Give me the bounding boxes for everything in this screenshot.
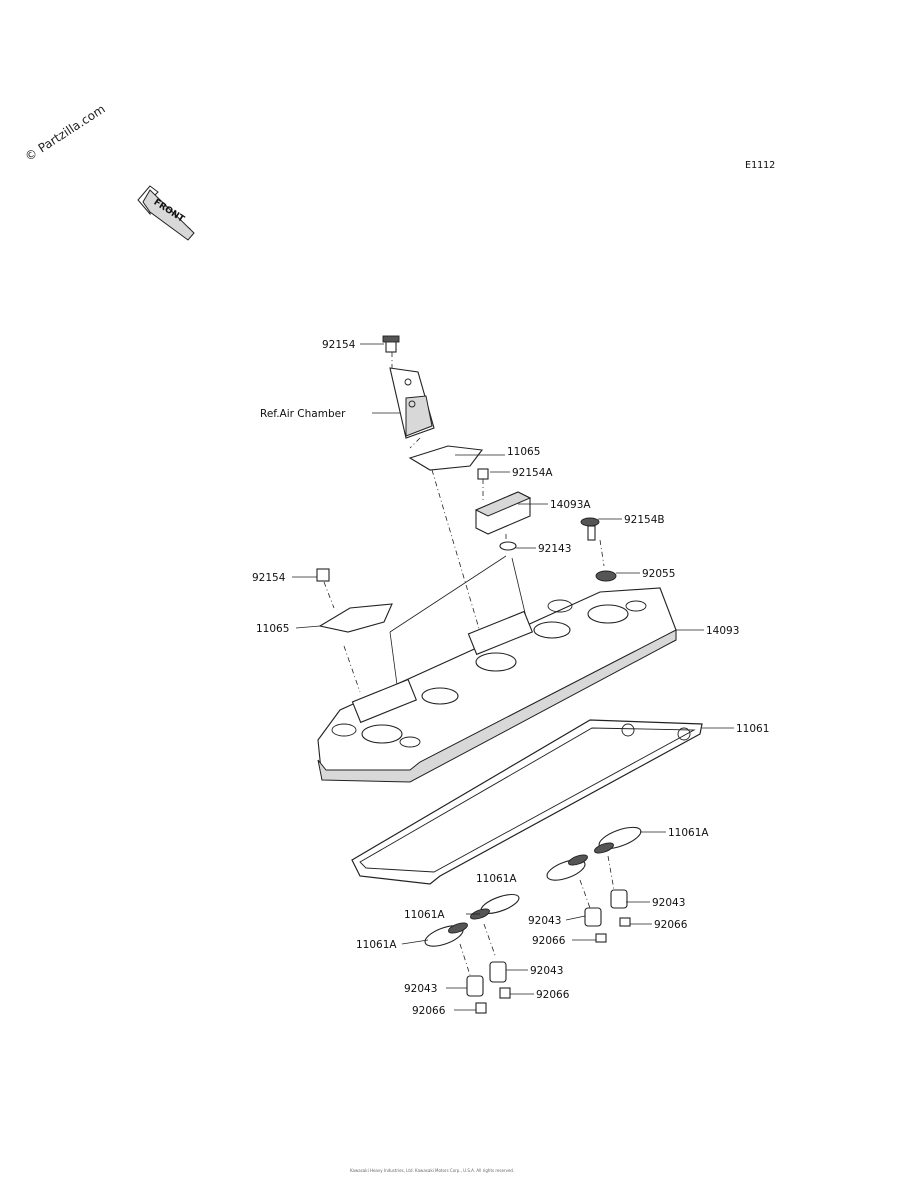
label-air-chamber: Ref.Air Chamber bbox=[260, 408, 346, 420]
label-collar-r1: 92043 bbox=[652, 897, 685, 909]
label-bolt-top: 92154 bbox=[322, 339, 356, 351]
label-cap-r2: 92066 bbox=[532, 935, 566, 947]
label-plug-gasket-l2: 11061A bbox=[356, 939, 397, 951]
label-bolt-left: 92154 bbox=[252, 572, 286, 584]
cover-a-part bbox=[474, 468, 532, 551]
label-gasket-left: 11065 bbox=[256, 623, 289, 635]
footer-copyright: Kawasaki Heavy Industries, Ltd. Kawasaki… bbox=[350, 1168, 515, 1173]
label-cap-m: 92066 bbox=[536, 989, 570, 1001]
label-washer: 92143 bbox=[538, 543, 571, 555]
leader-lines bbox=[292, 343, 734, 1011]
label-head-cover: 14093 bbox=[706, 625, 739, 637]
label-gasket-upper: 11065 bbox=[507, 446, 540, 458]
bolt-b-part bbox=[580, 517, 617, 582]
label-cover-a: 14093A bbox=[550, 499, 591, 511]
head-cover-part bbox=[317, 587, 677, 783]
label-collar-m: 92043 bbox=[530, 965, 563, 977]
label-bolt-a: 92154A bbox=[512, 467, 553, 479]
label-grommet: 92055 bbox=[642, 568, 675, 580]
left-bolt-gasket bbox=[316, 568, 393, 633]
front-arrow-icon: FRONT bbox=[137, 185, 195, 241]
label-plug-gasket-l1: 11061A bbox=[404, 909, 445, 921]
label-plug-gasket-r: 11061A bbox=[668, 827, 709, 839]
label-cap-l: 92066 bbox=[412, 1005, 446, 1017]
label-cover-gasket: 11061 bbox=[736, 723, 769, 735]
diagram-code: E1112 bbox=[745, 160, 776, 171]
cover-gasket-part bbox=[351, 719, 703, 885]
part-labels: 92154 Ref.Air Chamber 11065 92154A 14093… bbox=[252, 339, 769, 1017]
left-plug-set bbox=[424, 893, 520, 1014]
label-collar-l: 92043 bbox=[404, 983, 437, 995]
label-cap-r1: 92066 bbox=[654, 919, 688, 931]
label-collar-r2: 92043 bbox=[528, 915, 561, 927]
label-bolt-b: 92154B bbox=[624, 514, 665, 526]
gasket-upper bbox=[408, 445, 484, 471]
label-plug-gasket-m: 11061A bbox=[476, 873, 517, 885]
air-chamber-part bbox=[382, 335, 435, 449]
right-plug-set bbox=[546, 826, 642, 943]
